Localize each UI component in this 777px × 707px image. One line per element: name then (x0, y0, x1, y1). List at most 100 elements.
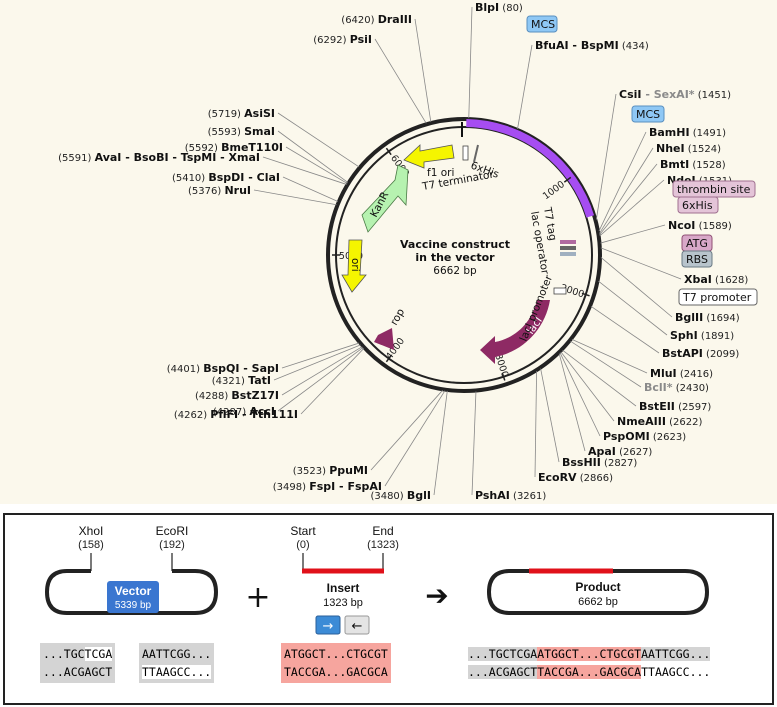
site-label: BfuAI - BspMI (434) (535, 39, 649, 52)
rop-label: rop (388, 306, 407, 327)
svg-text:MCS: MCS (531, 18, 555, 31)
leader-line (558, 353, 586, 452)
leader-line (598, 280, 668, 336)
cloning-diagram: XhoI (158) EcoRI (192) Vector 5339 bp + … (44, 524, 710, 635)
site-label: (5592) BmeT110I (185, 141, 283, 154)
plasmid-map-panel: 100020003000400050006000 f1 ori 6xHis T7… (0, 0, 777, 504)
tick-mark (563, 176, 572, 183)
ori-label: ori (349, 258, 361, 272)
t7-terminator-feature (473, 144, 479, 163)
leader-line (281, 342, 360, 369)
svg-text:6xHis: 6xHis (682, 199, 713, 212)
t7-tag-label: T7 tag (541, 205, 559, 241)
tick-mark (385, 147, 392, 156)
leader-line (598, 131, 647, 232)
ori-feature[interactable] (341, 239, 367, 293)
leader-line (599, 179, 665, 237)
site-label: NcoI (1589) (668, 219, 732, 232)
insert-seq: ATGGCT...CTGCGT TACCGA...GACGCA (281, 643, 391, 683)
site-label: BglII (1694) (675, 311, 740, 324)
leader-line (600, 224, 666, 244)
site-label: BstEII (2597) (639, 400, 711, 413)
feature-box-t7-promoter[interactable]: T7 promoter (678, 288, 758, 306)
leader-line (468, 6, 473, 119)
arrow-right-icon: → (323, 619, 334, 634)
site-label: PshAI (3261) (475, 489, 546, 502)
product-top-b: ATGGCT...CTGCGT (537, 647, 642, 661)
leader-line (253, 189, 337, 206)
6xhis-small-feature (462, 145, 469, 161)
map-size-label: 6662 bp (433, 265, 477, 277)
leader-line (560, 351, 615, 422)
site-label: SphI (1891) (670, 329, 734, 342)
feature-box-rbs[interactable]: RBS (681, 250, 713, 268)
site-label: XbaI (1628) (684, 273, 748, 286)
leader-line (262, 156, 347, 185)
vector-site2-pos: (192) (159, 539, 185, 551)
laci-promoter-feature (553, 287, 567, 295)
rbs-small-feature (560, 252, 576, 256)
leader-line (277, 130, 349, 183)
site-label: CsiI - SexAI* (1451) (619, 88, 731, 101)
vector-site1-pos: (158) (78, 539, 104, 551)
site-label: ApaI (2627) (588, 445, 652, 458)
leader-line (598, 147, 654, 234)
svg-text:MCS: MCS (636, 108, 660, 121)
leader-line (600, 247, 682, 280)
site-label: (6292) PsiI (313, 33, 372, 46)
leader-line (414, 18, 432, 123)
product-bot-c: TTAAGCC... (641, 665, 711, 679)
leader-line (471, 391, 477, 496)
vector-left-bot: ...ACGAGCT (43, 665, 113, 679)
product-seq: ...TGCTCGAATGGCT...CTGCGTAATTCGG... ...A… (468, 643, 711, 683)
site-label: (4262) PflFI - Tth111I (174, 408, 298, 421)
kanr-feature[interactable] (361, 164, 409, 233)
orientation-reverse-button[interactable]: ← (344, 615, 370, 635)
laci-feature[interactable] (480, 300, 550, 364)
insert-seq-top: ATGGCT...CTGCGT (284, 647, 388, 661)
vector-site1-name: XhoI (79, 524, 104, 538)
site-label: BstAPI (2099) (662, 347, 739, 360)
leader-line (277, 347, 364, 412)
f1-ori-feature[interactable] (403, 144, 455, 169)
leader-line (273, 344, 361, 381)
feature-box-mcs-top[interactable]: MCS (526, 15, 558, 33)
plus-sign: + (245, 580, 270, 615)
leader-line (300, 348, 365, 415)
plasmid-map: 100020003000400050006000 f1 ori 6xHis T7… (58, 1, 758, 502)
leader-line (433, 390, 448, 496)
vector-name: Vector (115, 584, 152, 598)
lac-operator-feature (560, 246, 576, 250)
tick-mark (501, 372, 506, 381)
svg-text:T7 promoter: T7 promoter (682, 291, 752, 304)
site-label: EcoRV (2866) (538, 471, 613, 484)
map-title-line1: Vaccine construct (400, 238, 510, 251)
product-name: Product (575, 580, 620, 594)
product-backbone (486, 569, 710, 615)
feature-box-6xhis[interactable]: 6xHis (677, 196, 719, 214)
feature-box-thrombin[interactable]: thrombin site (672, 180, 756, 198)
orientation-forward-button[interactable]: → (315, 615, 341, 635)
result-arrow: ➔ (425, 579, 448, 612)
product-top-c: AATTCGG... (641, 647, 711, 661)
leader-line (562, 349, 637, 407)
insert-seq-bot: TACCGA...GACGCA (284, 665, 388, 679)
leader-line (600, 257, 673, 318)
insert-end-label: End (372, 524, 393, 538)
leader-line (590, 305, 660, 354)
site-label: (3498) FspI - FspAI (273, 480, 382, 493)
site-label: (5719) AsiSI (208, 107, 275, 120)
vector-badge[interactable] (107, 581, 159, 613)
insert-region-arc (466, 119, 595, 218)
vector-right-seq: AATTCGG... TTAAGCC... (139, 643, 215, 683)
svg-text:RBS: RBS (686, 253, 708, 266)
leader-line (534, 371, 537, 478)
feature-box-atg[interactable]: ATG (681, 234, 713, 252)
rop-feature[interactable] (374, 328, 394, 350)
feature-box-mcs-right[interactable]: MCS (631, 105, 665, 123)
backbone-outer (326, 117, 602, 393)
site-label: (4287) AccI (213, 405, 275, 418)
leader-line (370, 390, 443, 471)
leader-line (517, 44, 533, 129)
tick-mark (385, 354, 392, 363)
